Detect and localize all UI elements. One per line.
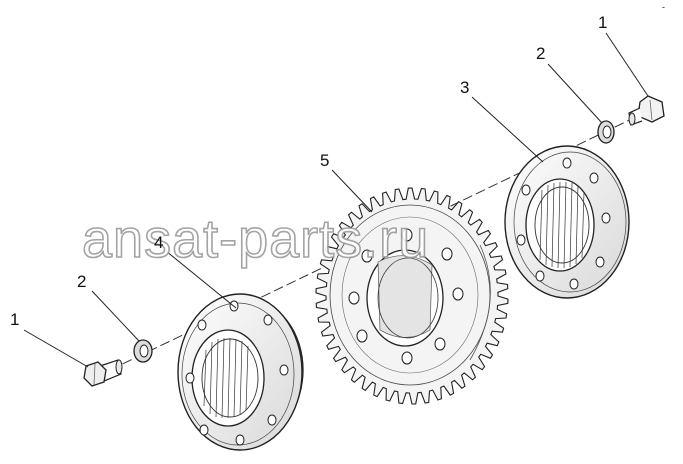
leader-line-1-left	[23, 329, 89, 368]
leader-line-5	[331, 169, 373, 213]
leader-line-2-right	[547, 63, 603, 124]
callout-flange-right: 3	[460, 78, 469, 97]
callout-washer-left: 2	[77, 272, 86, 291]
washer-right	[597, 120, 615, 144]
leader-line-2-left	[91, 290, 140, 342]
bolt-left	[83, 359, 123, 387]
leader-line-4	[165, 250, 237, 309]
watermark-text: ansat-parts.ru	[82, 209, 429, 269]
bolt-right	[628, 95, 665, 126]
callout-washer-right: 2	[536, 44, 545, 63]
flange-right	[504, 145, 630, 299]
callout-flange-left: 4	[154, 233, 163, 252]
callout-gear: 5	[320, 151, 329, 170]
callout-bolt-left: 1	[10, 310, 19, 329]
corner-mark: -	[662, 2, 665, 12]
washer-left	[133, 339, 153, 363]
flange-left	[177, 293, 304, 451]
leader-line-3	[471, 96, 544, 163]
leader-line-1-right	[605, 32, 649, 97]
callout-bolt-right: 1	[598, 13, 607, 32]
gear	[315, 187, 509, 405]
